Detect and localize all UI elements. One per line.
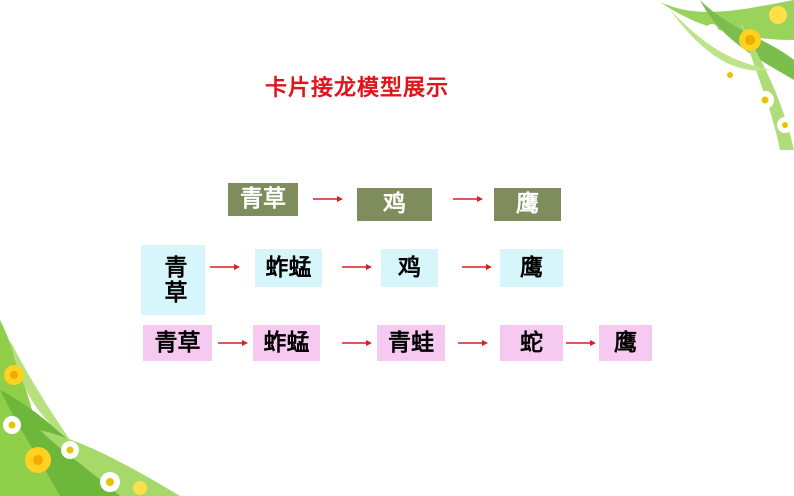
card-row3-frog: 青蛙 [377, 325, 445, 361]
card-row3-snake: 蛇 [500, 325, 563, 361]
card-row2-chicken: 鸡 [381, 249, 438, 287]
card-row2-eagle: 鹰 [500, 249, 563, 287]
arrow-icon [210, 262, 240, 272]
arrow-icon [342, 338, 372, 348]
card-row3-grass: 青草 [143, 325, 212, 361]
arrow-icon [462, 262, 492, 272]
arrow-icon [566, 338, 596, 348]
arrow-icon [313, 194, 343, 204]
card-row2-grass: 青草 [141, 245, 205, 315]
arrow-icon [342, 262, 372, 272]
card-row3-grasshopper: 蚱蜢 [253, 325, 320, 361]
card-row1-grass: 青草 [228, 183, 298, 216]
slide-title: 卡片接龙模型展示 [265, 76, 450, 101]
arrow-icon [453, 194, 483, 204]
arrow-icon [458, 338, 488, 348]
card-row1-eagle: 鹰 [494, 188, 561, 221]
daisy-flowers-icon [0, 320, 180, 496]
daisy-flowers-icon [660, 0, 794, 150]
arrow-icon [218, 338, 248, 348]
card-row3-eagle: 鹰 [599, 325, 652, 361]
card-row1-chicken: 鸡 [357, 188, 432, 221]
card-row2-grasshopper: 蚱蜢 [255, 249, 322, 287]
